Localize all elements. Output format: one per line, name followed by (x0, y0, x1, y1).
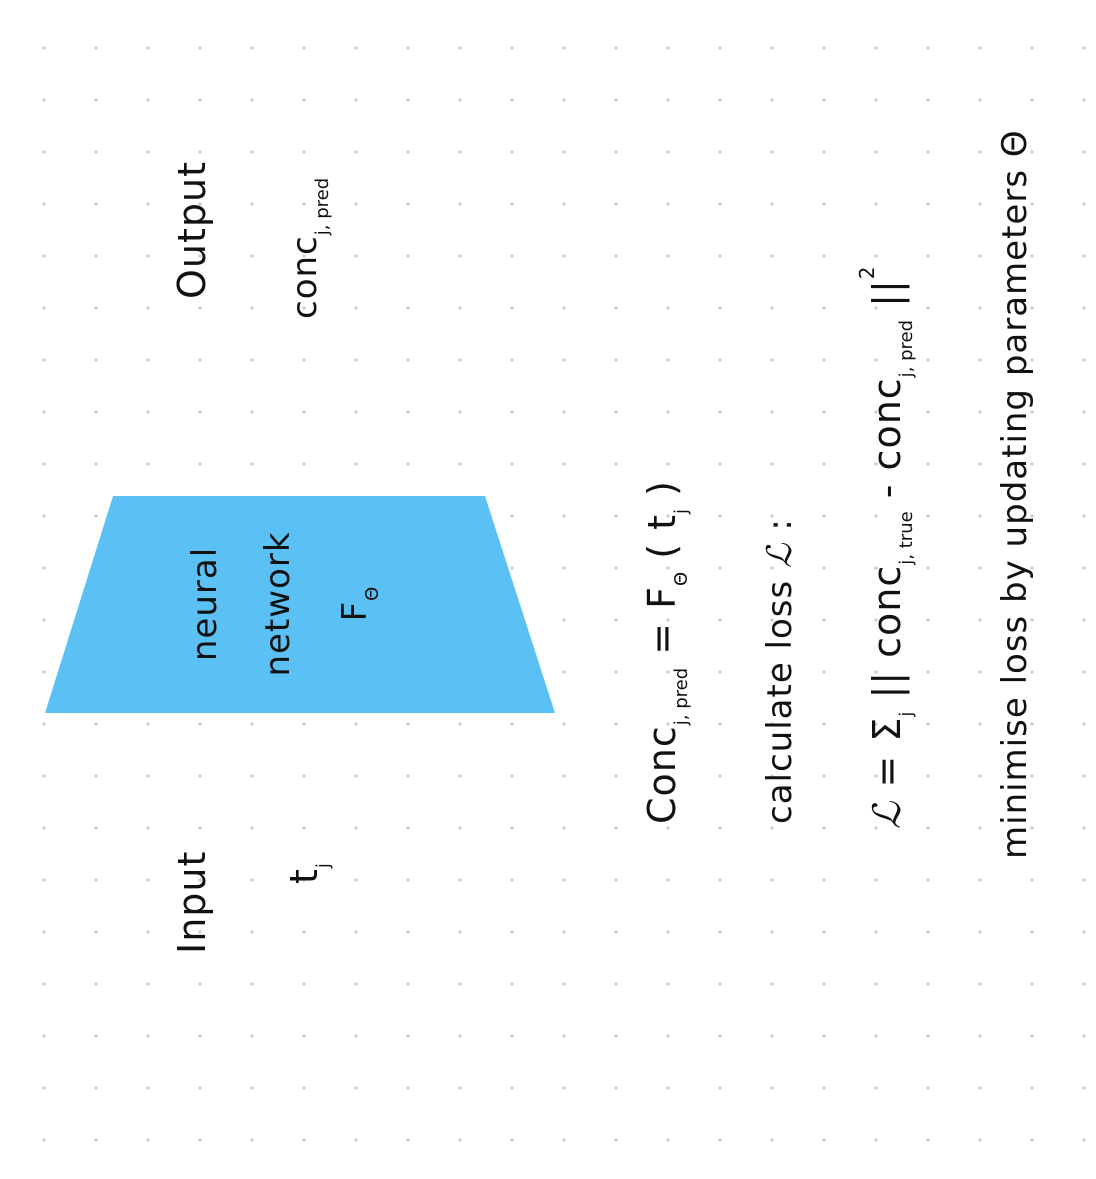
loss-equals: = (865, 741, 909, 801)
norm-minus: - conc (865, 377, 909, 512)
prediction-lhs: Conc (640, 725, 684, 824)
norm-close: || (865, 279, 909, 320)
network-label-line2: network (258, 531, 298, 677)
output-symbol-main: conc (285, 235, 325, 319)
prediction-rhs-sub: j (671, 508, 692, 514)
output-symbol: concj, pred (285, 178, 333, 319)
minimise-text: minimise loss by updating parameters Θ (995, 129, 1035, 859)
norm-sub-true: j, true (896, 511, 917, 565)
loss-heading-text: calculate loss (760, 579, 800, 824)
loss-symbol: ℒ (865, 800, 909, 829)
prediction-middle: = F (640, 586, 684, 668)
network-symbol-sub: Θ (362, 586, 383, 601)
output-heading: Output (170, 161, 214, 299)
sum-symbol: Σ (865, 716, 909, 742)
prediction-rhs: ( t (640, 513, 684, 572)
norm-power: 2 (855, 266, 879, 280)
network-symbol-main: F (335, 600, 375, 622)
prediction-equation: Concj, pred = FΘ ( tj ) (640, 480, 692, 824)
network-label-line1: neural (185, 546, 225, 662)
loss-heading-symbol: ℒ (760, 542, 800, 568)
neural-network-trapezoid (45, 496, 555, 713)
norm-sub-pred: j, pred (896, 319, 917, 378)
prediction-middle-sub: Θ (671, 571, 692, 586)
norm-open: || conc (865, 564, 909, 712)
network-symbol: FΘ (335, 494, 383, 714)
loss-heading: calculate loss ℒ : (760, 518, 800, 824)
loss-equation: ℒ = Σj || concj, true - concj, pred ||2 (855, 267, 917, 829)
prediction-lhs-sub: j, pred (671, 667, 692, 726)
output-symbol-sub: j, pred (312, 177, 333, 236)
sum-sub: j (896, 711, 917, 717)
prediction-close: ) (640, 480, 684, 509)
loss-heading-colon: : (760, 518, 800, 543)
